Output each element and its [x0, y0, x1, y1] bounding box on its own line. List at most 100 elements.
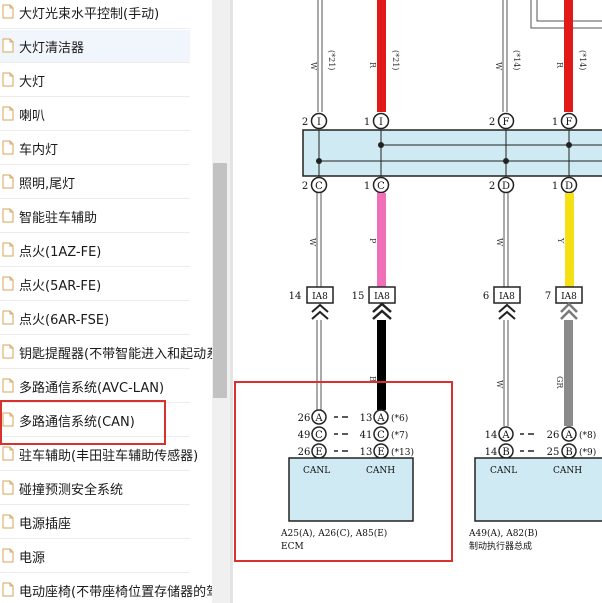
svg-text:CANH: CANH	[366, 466, 395, 476]
svg-text:2: 2	[489, 181, 495, 192]
sidebar-item-label: 点火(6AR-FSE)	[19, 313, 110, 328]
svg-text:26: 26	[547, 430, 560, 441]
svg-text:2: 2	[489, 117, 495, 128]
wire-code-5: W	[308, 238, 317, 247]
sidebar-tree: 大灯光束水平控制(手动) 大灯清洁器大灯喇叭车内灯照明,尾灯智能驻车辅助点火(1A…	[0, 0, 212, 603]
connector-ia8-3	[493, 286, 521, 304]
wire-note-2: (*21)	[391, 50, 400, 70]
document-icon	[2, 174, 14, 189]
sidebar-item-label: 驻车辅助(丰田驻车辅助传感器)	[19, 449, 199, 464]
sidebar-highlight-box	[0, 400, 166, 445]
svg-text:14: 14	[289, 291, 302, 302]
wire-code-2: R	[368, 62, 377, 69]
sidebar-item-label: 照明,尾灯	[19, 177, 76, 192]
document-icon	[2, 106, 14, 121]
svg-text:1: 1	[552, 181, 558, 192]
document-icon	[2, 514, 14, 529]
sidebar-item[interactable]: 电动座椅(不带座椅位置存储器的驾	[0, 574, 212, 603]
sidebar-item[interactable]: 点火(6AR-FSE)	[0, 302, 190, 335]
sidebar-item[interactable]: 多路通信系统(CAN)	[0, 404, 190, 437]
svg-text:F: F	[503, 117, 510, 128]
svg-text:CANH: CANH	[553, 466, 582, 476]
svg-text:D: D	[565, 181, 573, 192]
document-icon	[2, 38, 14, 53]
svg-text:IA8: IA8	[312, 292, 328, 302]
svg-text:(*6): (*6)	[391, 413, 408, 424]
wire-code-4: R	[555, 62, 564, 69]
sidebar-item[interactable]: 碰撞预测安全系统	[0, 472, 190, 505]
svg-text:D: D	[502, 181, 510, 192]
wire-red-2	[564, 0, 573, 112]
svg-text:(*8): (*8)	[579, 430, 596, 441]
pin-bottom-4	[560, 176, 578, 194]
sidebar-item-label: 钥匙提醒器(不带智能进入和起动系	[19, 347, 212, 362]
svg-text:6: 6	[483, 291, 489, 302]
svg-text:IA8: IA8	[374, 292, 390, 302]
sidebar-item[interactable]: 多路通信系统(AVC-LAN)	[0, 370, 190, 403]
ecm-box	[288, 457, 414, 522]
svg-text:14: 14	[485, 447, 498, 458]
svg-text:41: 41	[360, 430, 373, 441]
sidebar-scrollbar-thumb[interactable]	[213, 163, 227, 398]
frame-corner-outer	[530, 0, 602, 29]
document-icon	[2, 208, 14, 223]
svg-text:15: 15	[352, 291, 365, 302]
pin-bottom-3	[497, 176, 515, 194]
sidebar-item[interactable]: 点火(1AZ-FE)	[0, 234, 190, 267]
ecm-pins: A 26 C 49 E 26 A 13 (*6) C 41 (*7) E 13 …	[298, 409, 414, 459]
sidebar-item-label: 多路通信系统(AVC-LAN)	[19, 381, 165, 396]
sidebar-item[interactable]: 电源插座	[0, 506, 190, 539]
sidebar-item-label: 多路通信系统(CAN)	[19, 415, 135, 430]
document-icon	[2, 548, 14, 563]
wire-code-3: W	[494, 62, 503, 71]
sidebar-item[interactable]: 电源	[0, 540, 190, 573]
pin-bottom-2	[372, 176, 390, 194]
sidebar-item[interactable]: 智能驻车辅助	[0, 200, 190, 233]
svg-text:2: 2	[302, 117, 308, 128]
ecm-caption-2: ECM	[281, 542, 304, 552]
svg-text:E: E	[315, 447, 322, 458]
sidebar-item-label: 点火(5AR-FE)	[19, 279, 102, 294]
sidebar-item[interactable]: 点火(5AR-FE)	[0, 268, 190, 301]
document-icon	[2, 412, 14, 427]
pin-bottom-1	[310, 176, 328, 194]
svg-text:26: 26	[298, 447, 311, 458]
svg-text:IA8: IA8	[561, 292, 577, 302]
sidebar-item[interactable]: 大灯光束水平控制(手动)	[0, 0, 190, 29]
sidebar-item[interactable]: 照明,尾灯	[0, 166, 190, 199]
wire-code-8: Y	[556, 237, 565, 244]
document-icon	[2, 582, 14, 597]
pane-divider[interactable]	[230, 0, 233, 603]
svg-text:1: 1	[552, 117, 558, 128]
svg-text:C: C	[315, 181, 323, 192]
sidebar-item-label: 大灯光束水平控制(手动)	[19, 7, 160, 22]
svg-text:E: E	[377, 447, 384, 458]
document-icon	[2, 276, 14, 291]
sidebar-item[interactable]: 车内灯	[0, 132, 190, 165]
sidebar-item[interactable]: 大灯	[0, 64, 190, 97]
svg-text:(*13): (*13)	[391, 447, 414, 458]
wire-yellow	[565, 193, 574, 287]
wire-black	[377, 320, 386, 410]
svg-text:13: 13	[360, 413, 373, 424]
svg-text:A: A	[376, 413, 385, 424]
document-icon	[2, 72, 14, 87]
svg-text:B: B	[502, 447, 509, 458]
sidebar-item[interactable]: 驻车辅助(丰田驻车辅助传感器)	[0, 438, 198, 471]
wire-note-1: (*21)	[327, 50, 336, 70]
ecm-caption-1: A25(A), A26(C), A85(E)	[280, 528, 387, 539]
sidebar-item[interactable]: 钥匙提醒器(不带智能进入和起动系	[0, 336, 212, 369]
svg-text:26: 26	[298, 413, 311, 424]
sidebar-item[interactable]: 喇叭	[0, 98, 190, 131]
sidebar-item-label: 电源插座	[19, 517, 72, 532]
svg-text:1: 1	[364, 181, 370, 192]
svg-text:C: C	[315, 430, 323, 441]
sidebar-item[interactable]: 大灯清洁器	[0, 30, 190, 63]
svg-text:C: C	[377, 181, 385, 192]
wire-gray	[564, 320, 573, 426]
svg-text:49: 49	[298, 430, 311, 441]
sidebar-item-label: 大灯清洁器	[19, 41, 85, 56]
svg-text:B: B	[565, 447, 572, 458]
pin-top-2	[372, 112, 390, 130]
wire-code-6: P	[368, 238, 377, 244]
